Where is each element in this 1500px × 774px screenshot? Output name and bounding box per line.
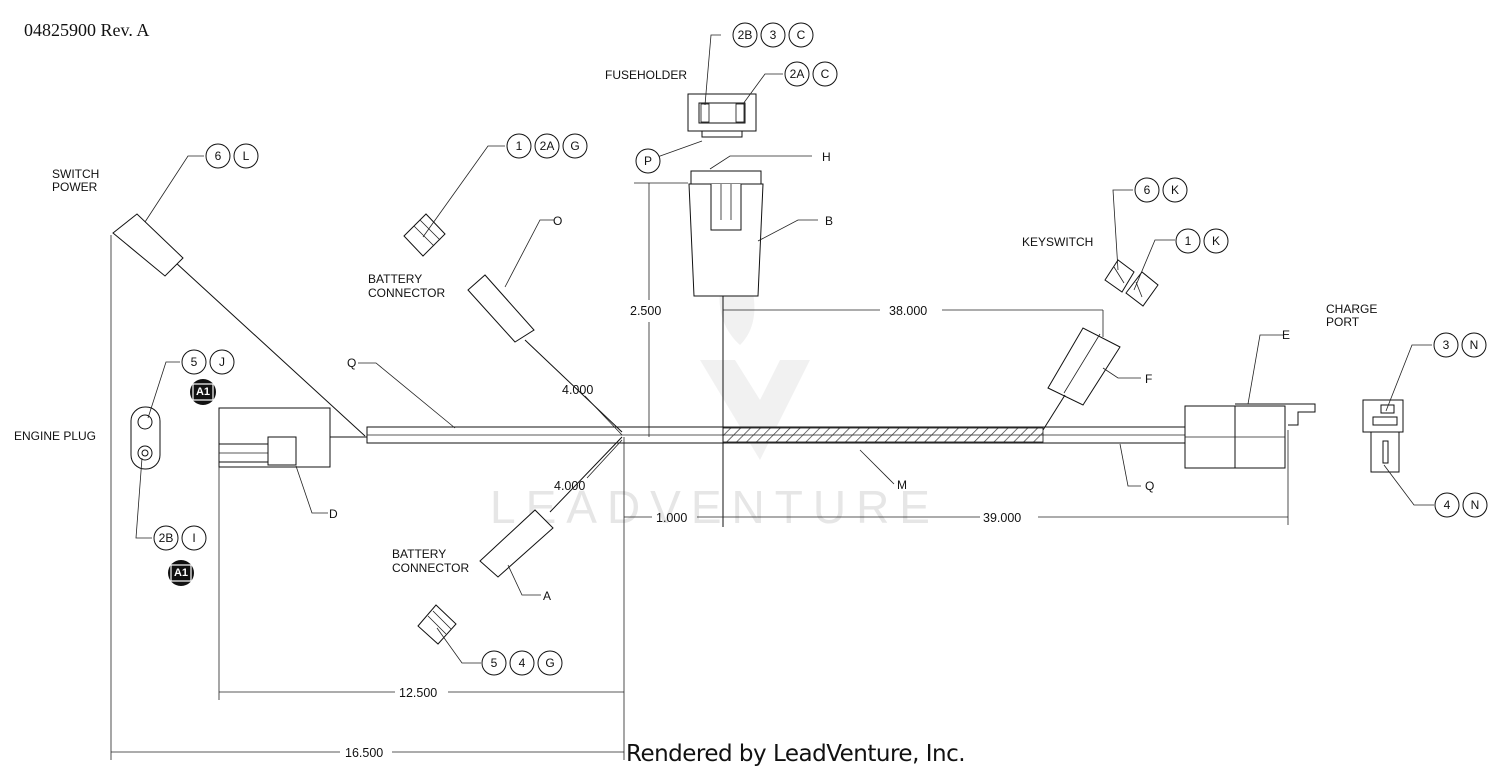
- bubble-text: 1: [1185, 234, 1192, 248]
- bubble-text: 5: [191, 355, 198, 369]
- bubble-text: 5: [491, 656, 498, 670]
- callout-e: E: [1282, 328, 1290, 342]
- badge-a1-bottom: A1: [168, 560, 194, 586]
- fuse-holder-body: [688, 170, 764, 527]
- main-harness: [330, 426, 1188, 444]
- bubble-text: 2A: [790, 67, 805, 81]
- leader-lines: [135, 34, 1434, 664]
- bubble-text: 6: [215, 149, 222, 163]
- bubble-text: 4: [1444, 498, 1451, 512]
- bubble-text: K: [1171, 183, 1179, 197]
- label-battery-connector-top-1: BATTERY: [368, 272, 422, 286]
- switch-power-branch: [112, 213, 366, 437]
- label-engine-plug: ENGINE PLUG: [14, 429, 96, 443]
- label-charge-port-2: PORT: [1326, 315, 1360, 329]
- keyswitch-part: [1104, 259, 1159, 307]
- callout-f: F: [1145, 372, 1152, 386]
- callout-o: O: [553, 214, 562, 228]
- bubble-text: L: [243, 149, 250, 163]
- callout-a: A: [543, 589, 551, 603]
- engine-plug-terminal: [130, 406, 161, 470]
- callout-p: P: [635, 148, 661, 174]
- dim-4-000-bottom: 4.000: [554, 479, 585, 493]
- bubble-text: J: [219, 355, 225, 369]
- bubble-text: G: [570, 139, 579, 153]
- bubble-text: C: [821, 67, 830, 81]
- bubble-text: 2B: [738, 28, 753, 42]
- engine-plug-connector: [218, 407, 331, 468]
- callout-switch-power: 6 L: [205, 143, 259, 169]
- callout-d: D: [329, 507, 338, 521]
- label-switch-power-1: SWITCH: [52, 167, 99, 181]
- badge-text: A1: [196, 386, 210, 398]
- callout-engine-plug-top: 5 J: [181, 349, 235, 375]
- label-battery-connector-bottom-2: CONNECTOR: [392, 561, 469, 575]
- watermark-text: LEADVENTURE: [490, 481, 940, 533]
- connector-f: [1042, 327, 1121, 431]
- callout-fuseholder-mid: 2A C: [784, 61, 838, 87]
- dim-2-500: 2.500: [630, 304, 661, 318]
- bubble-text: 2B: [159, 531, 174, 545]
- callout-engine-plug-bottom: 2B I: [153, 525, 207, 551]
- bubble-text: P: [644, 154, 652, 168]
- badge-a1-top: A1: [190, 379, 216, 405]
- callout-b: B: [825, 214, 833, 228]
- dim-39-000: 39.000: [983, 511, 1021, 525]
- callout-m: M: [897, 478, 907, 492]
- callout-q-right: Q: [1145, 479, 1154, 493]
- dim-38-000: 38.000: [889, 304, 927, 318]
- bubble-text: I: [192, 531, 195, 545]
- callout-charge-port-bottom: 4 N: [1434, 492, 1488, 518]
- label-keyswitch: KEYSWITCH: [1022, 235, 1093, 249]
- dim-4-000-top: 4.000: [562, 383, 593, 397]
- label-charge-port-1: CHARGE: [1326, 302, 1377, 316]
- battery-connector-top: [467, 274, 623, 433]
- footer-credit: Rendered by LeadVenture, Inc.: [626, 741, 966, 767]
- bubble-text: N: [1470, 338, 1479, 352]
- dimension-lines: [110, 182, 1289, 760]
- part-number: 04825900 Rev. A: [24, 20, 150, 40]
- callout-keyswitch-top: 6 K: [1134, 177, 1188, 203]
- callout-top-terminal: 1 2A G: [506, 133, 588, 159]
- battery-connector-bottom: [479, 436, 623, 578]
- dim-16-500: 16.500: [345, 746, 383, 760]
- fuseholder-part: [687, 93, 757, 138]
- bubble-text: K: [1212, 234, 1220, 248]
- ring-terminal-bottom: [417, 604, 457, 645]
- callout-bottom-terminal: 5 4 G: [481, 650, 563, 676]
- dim-12-500: 12.500: [399, 686, 437, 700]
- charge-port-terminal: [1362, 399, 1404, 473]
- callout-fuseholder-top: 2B 3 C: [732, 22, 814, 48]
- label-switch-power-2: POWER: [52, 180, 98, 194]
- callout-q-left: Q: [347, 356, 356, 370]
- bubble-text: 1: [516, 139, 523, 153]
- hatched-sleeve: [722, 427, 1044, 443]
- bubble-text: 2A: [540, 139, 555, 153]
- label-battery-connector-top-2: CONNECTOR: [368, 286, 445, 300]
- bubble-text: 4: [519, 656, 526, 670]
- bubble-text: N: [1471, 498, 1480, 512]
- callout-h: H: [822, 150, 831, 164]
- callout-keyswitch-mid: 1 K: [1175, 228, 1229, 254]
- label-battery-connector-bottom-1: BATTERY: [392, 547, 446, 561]
- charge-port-connector: [1184, 403, 1316, 469]
- dim-1-000: 1.000: [656, 511, 687, 525]
- label-fuseholder: FUSEHOLDER: [605, 68, 687, 82]
- bubble-text: 3: [770, 28, 777, 42]
- callout-charge-port-top: 3 N: [1433, 332, 1487, 358]
- bubble-text: 3: [1443, 338, 1450, 352]
- bubble-text: 6: [1144, 183, 1151, 197]
- bubble-text: G: [545, 656, 554, 670]
- bubble-text: C: [797, 28, 806, 42]
- badge-text: A1: [174, 567, 188, 579]
